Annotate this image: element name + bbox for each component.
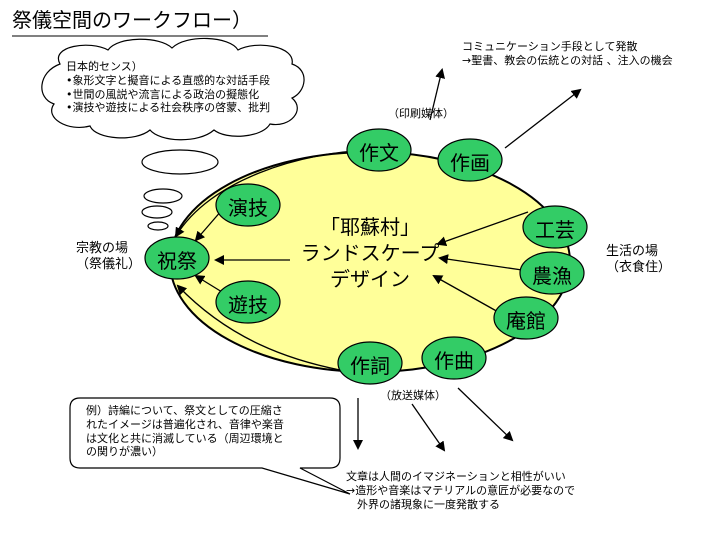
cloud-line: •世間の風説や流言による政治の擬態化 xyxy=(66,87,260,101)
node-sakubun-shape xyxy=(346,128,412,172)
node-sakushi-shape xyxy=(337,341,403,385)
arrow-ellipse-top-to-saishi xyxy=(174,149,373,238)
thought-bubble-4 xyxy=(147,221,169,231)
node-engi: 演技 xyxy=(228,196,268,220)
arrow-ankan-to-center xyxy=(432,275,501,314)
node-sakushi: 作詞 xyxy=(350,354,390,378)
center-line: 「耶蘇村」 xyxy=(320,215,420,239)
node-nogyo: 農漁 xyxy=(532,264,572,288)
arrow-nogyo-to-center xyxy=(438,254,523,271)
node-sakuga-shape xyxy=(437,138,503,182)
cloud-text: 日本的センス） •象形文字と擬音による直感的な対話手段 •世間の風説や流言による… xyxy=(66,60,270,115)
bottom-note-line: 外界の諸現象に一度発散する xyxy=(346,497,500,511)
node-sakuga: 作画 xyxy=(450,151,490,175)
node-engi-shape xyxy=(215,183,281,227)
node-kogei-shape xyxy=(522,205,588,249)
center-line: ランドスケープ xyxy=(300,241,440,265)
speech-bubble xyxy=(69,397,351,495)
cloud-line: •演技や遊技による社会秩序の啓蒙、批判 xyxy=(66,101,271,115)
arrow-to-bottom-note-right xyxy=(457,387,514,442)
print-media-label: （印刷媒体） xyxy=(388,107,454,120)
node-ankan-shape xyxy=(493,296,559,340)
bottom-note-line: 文章は人間のイマジネーションと相性がいい xyxy=(346,470,566,483)
right-label: 生活の場 （衣食住） xyxy=(606,244,671,277)
right-label-line: （衣食住） xyxy=(606,260,672,276)
thought-bubble-3 xyxy=(141,205,173,219)
cloud-line: •象形文字と擬音による直感的な対話手段 xyxy=(66,73,271,87)
bottom-note: 文章は人間のイマジネーションと相性がいい →造形や音楽はマテリアルの意匠が必要な… xyxy=(346,470,575,511)
top-note-line: →聖書、教会の伝統との対話 、注入の機会 xyxy=(462,53,673,67)
node-sakubun: 作文 xyxy=(359,141,399,165)
node-ankan: 庵館 xyxy=(506,309,546,333)
cloud-line: 日本的センス） xyxy=(66,60,143,73)
right-label-line: 生活の場 xyxy=(606,244,659,259)
node-kogei: 工芸 xyxy=(535,218,575,242)
speech-line: の関りが濃い） xyxy=(86,445,163,459)
node-yugi-shape xyxy=(215,280,281,324)
node-saishi-shape xyxy=(144,236,210,280)
nodes xyxy=(144,128,588,385)
top-note: コミュニケーション手段として発散 →聖書、教会の伝統との対話 、注入の機会 xyxy=(462,40,673,68)
arrows xyxy=(174,68,582,452)
left-label-line: 宗教の場 xyxy=(76,241,129,256)
thought-cloud xyxy=(41,37,305,231)
page-title: 祭儀空間のワークフロー） xyxy=(12,8,252,32)
arrow-to-top-note-right xyxy=(504,88,582,149)
center-line: デザイン xyxy=(330,267,410,291)
node-sakkyoku: 作曲 xyxy=(434,349,474,373)
broadcast-media-label: （放送媒体） xyxy=(380,389,446,402)
speech-text: 例）詩編について、祭文としての圧縮さ れたイメージは普遍化され、音律や楽音 は文… xyxy=(86,404,284,459)
node-saishi: 祝祭 xyxy=(157,249,197,273)
speech-line: 例）詩編について、祭文としての圧縮さ xyxy=(86,404,283,417)
node-sakkyoku-shape xyxy=(421,336,487,380)
left-label: 宗教の場 （祭儀礼） xyxy=(76,241,141,274)
node-nogyo-shape xyxy=(519,251,585,295)
center-text: 「耶蘇村」 ランドスケープ デザイン xyxy=(292,214,448,292)
arrow-engi-to-saishi xyxy=(194,209,223,242)
speech-line: れたイメージは普遍化され、音律や楽音 xyxy=(86,417,284,431)
arrow-kogei-to-center xyxy=(436,211,529,247)
top-note-line: コミュニケーション手段として発散 xyxy=(462,40,638,53)
arrow-to-bottom-note-mid xyxy=(411,403,446,452)
arrow-yugi-to-saishi xyxy=(194,274,223,293)
node-yugi: 遊技 xyxy=(228,293,268,317)
left-label-line: （祭儀礼） xyxy=(76,257,142,273)
bottom-note-line: →造形や音楽はマテリアルの意匠が必要なので xyxy=(346,483,576,497)
speech-line: は文化と共に消滅している（周辺環境と xyxy=(86,431,284,445)
thought-bubble-1 xyxy=(141,149,219,175)
arrow-to-top-note-left xyxy=(429,68,445,121)
arrow-ellipse-bottom-to-saishi xyxy=(176,284,341,371)
thought-bubble-2 xyxy=(143,188,183,204)
